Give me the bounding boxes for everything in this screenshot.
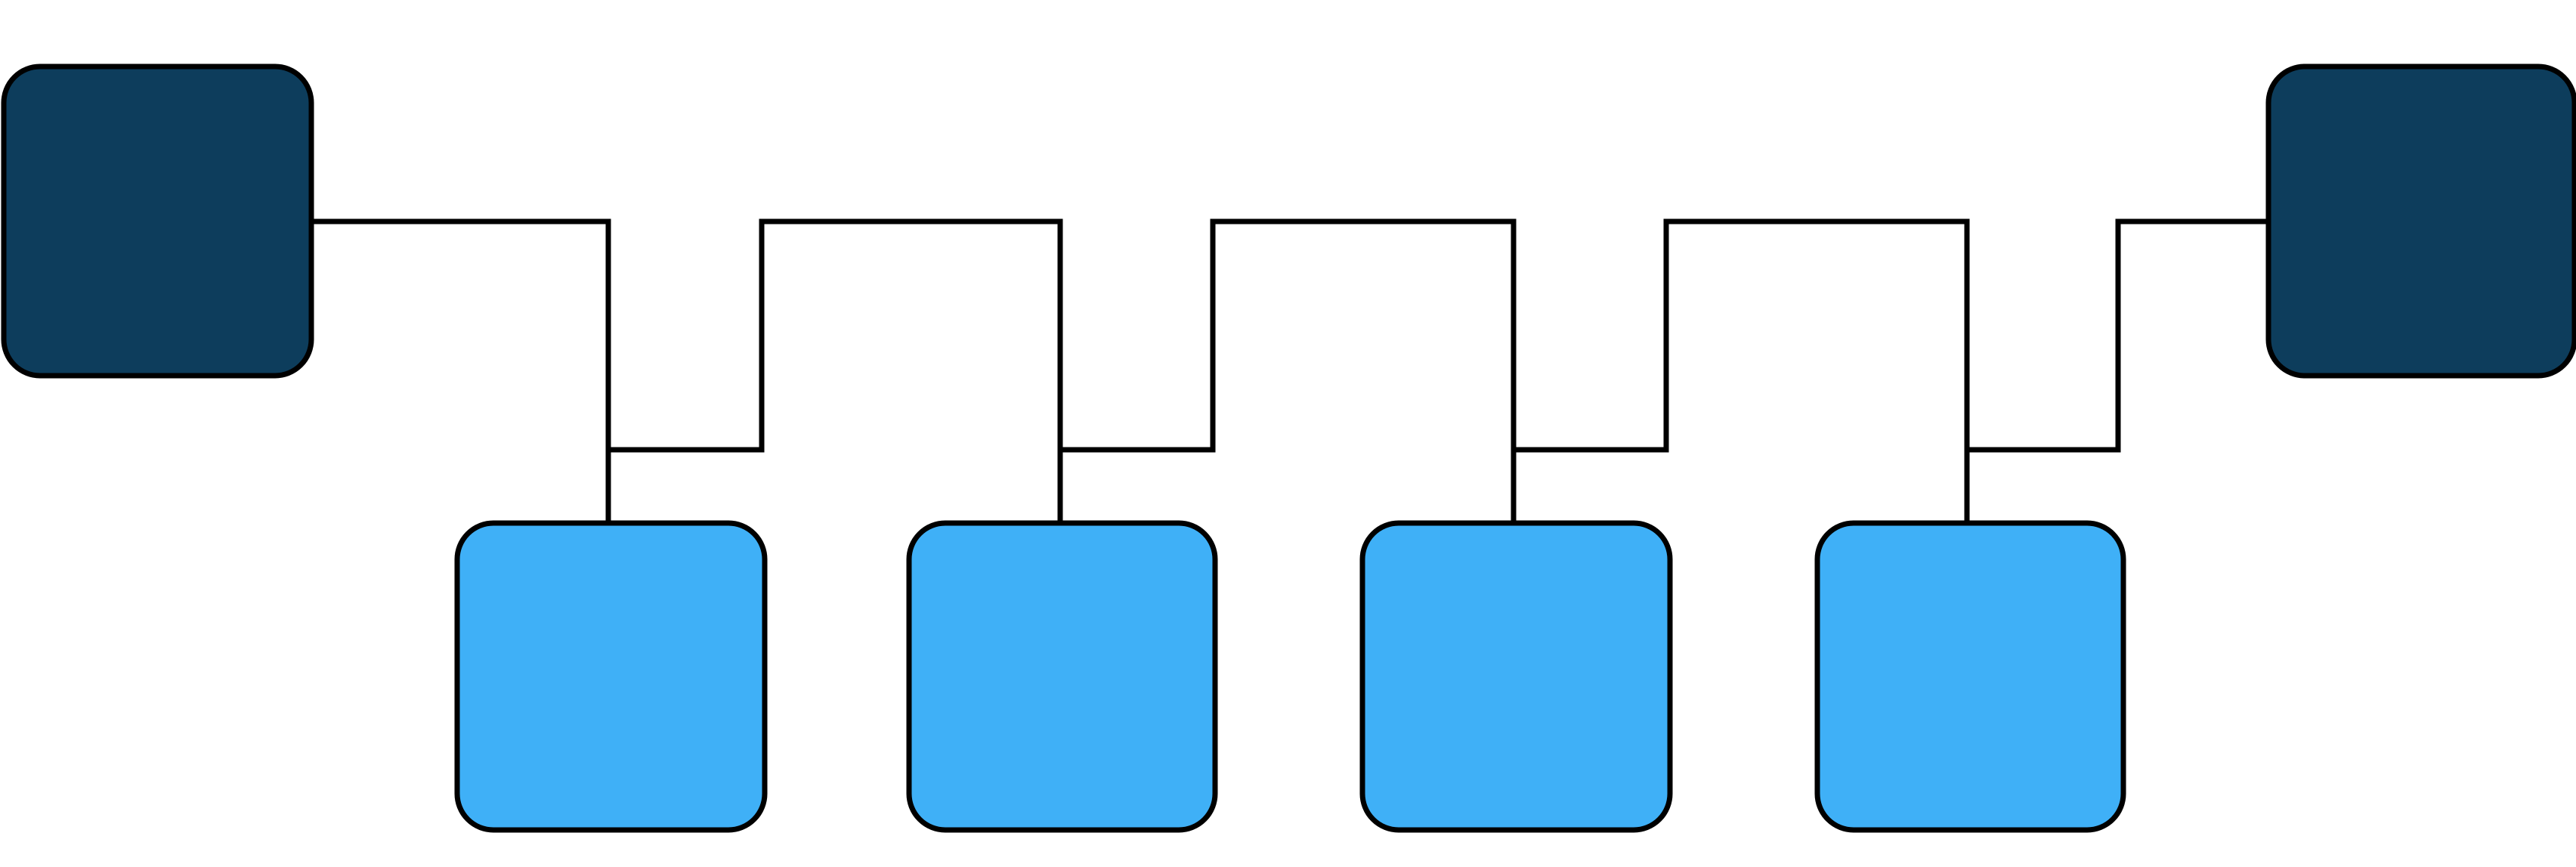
node-parent-left[interactable] bbox=[1, 63, 314, 379]
node-child-1-shape[interactable] bbox=[454, 520, 768, 833]
edge-spine[interactable] bbox=[311, 218, 2268, 453]
node-child-3[interactable] bbox=[1359, 520, 1673, 833]
edge-layer bbox=[311, 218, 2268, 523]
node-child-2[interactable] bbox=[906, 520, 1218, 833]
node-parent-left-shape[interactable] bbox=[1, 63, 314, 379]
node-parent-right-shape[interactable] bbox=[2265, 63, 2576, 379]
node-child-4-shape[interactable] bbox=[1814, 520, 2126, 833]
node-child-2-shape[interactable] bbox=[906, 520, 1218, 833]
node-child-3-shape[interactable] bbox=[1359, 520, 1673, 833]
node-child-4[interactable] bbox=[1814, 520, 2126, 833]
node-layer bbox=[1, 63, 2576, 833]
node-parent-right[interactable] bbox=[2265, 63, 2576, 379]
node-child-1[interactable] bbox=[454, 520, 768, 833]
